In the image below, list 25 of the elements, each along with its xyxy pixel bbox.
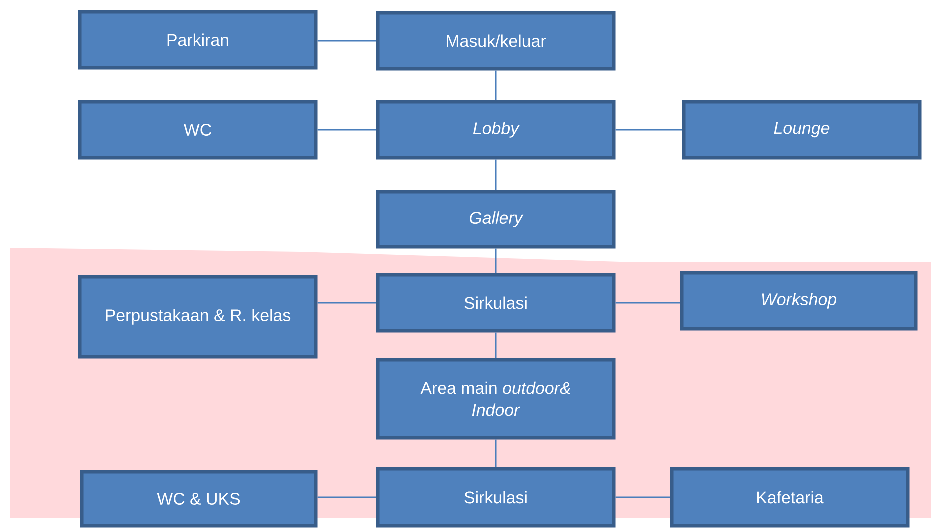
connector-line — [318, 496, 376, 498]
process-box: Area main outdoor& Indoor — [376, 358, 616, 440]
process-box: Gallery — [376, 190, 616, 249]
process-box: Perpustakaan & R. kelas — [78, 275, 318, 359]
process-box: Masuk/keluar — [376, 11, 616, 71]
process-box: WC — [78, 100, 318, 160]
process-box: Sirkulasi — [376, 273, 616, 333]
process-box: Kafetaria — [670, 467, 910, 528]
connector-line — [495, 160, 497, 190]
connector-line — [495, 440, 497, 468]
connector-line — [495, 248, 497, 274]
connector-line — [495, 70, 497, 100]
connector-line — [318, 129, 376, 131]
process-box: Lobby — [376, 100, 616, 160]
process-box: Workshop — [680, 271, 918, 331]
process-box: Parkiran — [78, 10, 318, 70]
connector-line — [616, 302, 680, 304]
connector-line — [495, 332, 497, 358]
connector-line — [616, 496, 670, 498]
connector-line — [318, 40, 376, 42]
process-box: Lounge — [682, 100, 922, 160]
connector-line — [318, 302, 376, 304]
process-box: Sirkulasi — [376, 467, 616, 528]
connector-line — [616, 129, 682, 131]
process-box: WC & UKS — [80, 470, 318, 528]
